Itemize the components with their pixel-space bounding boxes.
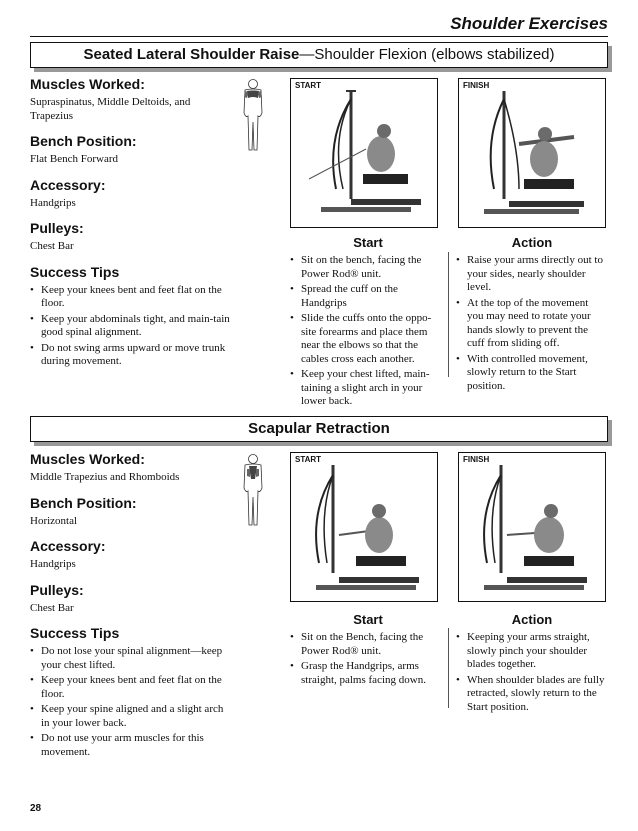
- muscle-diagram-figure: [240, 78, 266, 153]
- machine-illustration: [315, 465, 419, 590]
- list-item: Keep your abdominals tight, and main-tai…: [30, 313, 230, 340]
- section2-start-heading: Start: [353, 612, 383, 627]
- machine-illustration: [484, 91, 584, 214]
- photo-label: FINISH: [463, 81, 490, 90]
- section1-title-rest: —Shoulder Flexion (elbows stabilized): [299, 46, 555, 63]
- section1-tips-list: Keep your knees bent and feet flat on th…: [30, 284, 230, 369]
- list-item: Keeping your arms straight, slowly pinch…: [456, 631, 606, 672]
- list-item: Keep your knees bent and feet flat on th…: [30, 284, 230, 311]
- header-rule: [30, 36, 608, 37]
- photo-label: START: [295, 455, 322, 464]
- column-divider: [448, 628, 449, 708]
- section1-pulleys: Chest Bar: [30, 240, 74, 252]
- section1-start-steps: Sit on the bench, facing the Power Rod® …: [290, 250, 440, 411]
- section2-start-photo: START: [290, 452, 438, 602]
- section1-accessory-heading: Accessory:: [30, 176, 106, 193]
- section1-bench: Flat Bench Forward: [30, 153, 118, 165]
- section1-muscles: Supraspinatus, Middle Deltoids, and Trap…: [30, 96, 191, 122]
- section2-action-steps: Keeping your arms straight, slowly pinch…: [456, 627, 606, 716]
- section1-start-heading: Start: [353, 235, 383, 250]
- section2-tips-list: Do not lose your spinal alignment—keep y…: [30, 645, 230, 759]
- section2-muscles: Middle Trapezius and Rhomboids: [30, 471, 180, 483]
- section2-muscles-heading: Muscles Worked:: [30, 451, 145, 467]
- section1-action-steps: Raise your arms directly out to your sid…: [456, 250, 606, 395]
- section1-start-photo: START: [290, 78, 438, 228]
- section1-action-heading: Action: [511, 235, 553, 250]
- list-item: Do not use your arm muscles for this mov…: [30, 732, 230, 759]
- section2-pulleys: Chest Bar: [30, 601, 74, 614]
- list-item: Do not lose your spinal alignment—keep y…: [30, 645, 230, 672]
- list-item: Sit on the bench, facing the Power Rod® …: [290, 254, 440, 281]
- list-item: Keep your chest lifted, main-taining a s…: [290, 368, 440, 409]
- section2-info-column: Muscles Worked: Middle Trapezius and Rho…: [30, 451, 230, 761]
- section2-tips-heading: Success Tips: [30, 625, 120, 641]
- machine-illustration: [308, 90, 421, 212]
- section1-pulleys-heading: Pulleys:: [30, 220, 84, 236]
- list-item: Raise your arms directly out to your sid…: [456, 254, 606, 295]
- section2-finish-photo: FINISH: [458, 452, 606, 602]
- section2-accessory-heading: Accessory:: [30, 538, 106, 554]
- section1-bench-heading: Bench Position:: [30, 133, 137, 149]
- section2-bench: Horizontal: [30, 514, 78, 527]
- section1-muscles-heading: Muscles Worked:: [30, 76, 145, 92]
- list-item: Sit on the Bench, facing the Power Rod® …: [290, 631, 440, 658]
- section2-action-heading: Action: [511, 612, 553, 627]
- section1-info-column: Muscles Worked: Supraspinatus, Middle De…: [30, 76, 230, 371]
- section2-title: Scapular Retraction: [248, 420, 390, 437]
- page-header: Shoulder Exercises: [450, 14, 608, 33]
- section1-accessory: Handgrips: [30, 196, 76, 209]
- section2-bench-heading: Bench Position:: [30, 494, 137, 511]
- list-item: Spread the cuff on the Handgrips: [290, 283, 440, 310]
- photo-label: START: [295, 81, 322, 90]
- section1-title-bold: Seated Lateral Shoulder Raise: [83, 46, 300, 63]
- list-item: When shoulder blades are fully retracted…: [456, 674, 606, 715]
- muscle-diagram-figure: [240, 453, 266, 528]
- page-number: 28: [30, 803, 42, 814]
- column-divider: [448, 252, 449, 377]
- section2-start-steps: Sit on the Bench, facing the Power Rod® …: [290, 627, 440, 689]
- section2-accessory: Handgrips: [30, 558, 76, 570]
- list-item: Grasp the Handgrips, arms straight, palm…: [290, 660, 440, 687]
- section1-finish-photo: FINISH: [458, 78, 606, 228]
- list-item: Slide the cuffs onto the oppo-site forea…: [290, 312, 440, 366]
- list-item: At the top of the movement you may need …: [456, 297, 606, 351]
- list-item: With controlled movement, slowly return …: [456, 353, 606, 394]
- section1-tips-heading: Success Tips: [30, 263, 120, 280]
- list-item: Keep your spine aligned and a slight arc…: [30, 703, 230, 730]
- list-item: Do not swing arms upward or move trunk d…: [30, 342, 230, 369]
- photo-label: FINISH: [463, 455, 490, 464]
- machine-illustration: [483, 465, 587, 590]
- section2-title-box: Scapular Retraction: [30, 416, 608, 442]
- section1-title-box: Seated Lateral Shoulder Raise—Shoulder F…: [30, 42, 608, 68]
- list-item: Keep your knees bent and feet flat on th…: [30, 674, 230, 701]
- section2-pulleys-heading: Pulleys:: [30, 581, 84, 598]
